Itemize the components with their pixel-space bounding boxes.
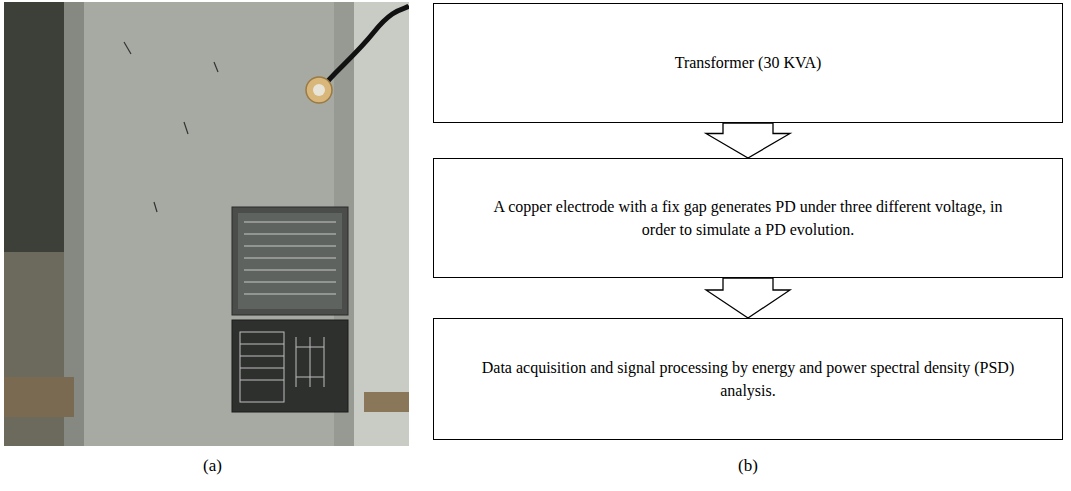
panel-label: (a) [203,456,222,476]
process-box: Data acquisition and signal processing b… [433,318,1063,440]
wooden-beam [4,377,74,417]
tap-table-line [240,344,284,345]
tap-table-line [240,356,284,357]
scratch-mark [154,202,157,212]
tap-table [240,332,284,402]
nameplate-line [244,294,336,295]
transformer-tank [64,2,354,446]
tap-table-line [240,368,284,369]
process-box: Transformer (30 KVA) [433,3,1063,123]
nameplate-line [244,234,336,235]
scratch-mark [214,62,218,72]
box-text: A copper electrode with a fix gap genera… [483,195,1013,241]
block-arrow [706,278,790,318]
text-column: A copper electrode with a fix gap genera… [483,195,1013,241]
wiring-plate [232,320,348,412]
sensor-center [313,84,325,96]
scratch-mark [184,122,188,134]
sensor-cable [322,6,409,88]
text-column: Transformer (30 KVA) [468,51,1028,74]
acoustic-sensor [306,77,332,103]
nameplate-line [244,258,336,259]
winding-diagram [296,337,324,387]
text-column: Data acquisition and signal processing b… [468,356,1028,402]
scratch-mark [124,42,131,54]
nameplate-line [244,282,336,283]
wooden-beam [364,392,409,412]
block-arrow [706,123,790,158]
box-text: Data acquisition and signal processing b… [468,356,1028,402]
panel-label: (b) [738,456,758,476]
nameplate [232,207,348,315]
transformer-photo [4,2,409,446]
nameplate-line [244,222,336,223]
photo-background [4,2,409,446]
nameplate-line [244,246,336,247]
nameplate-line [244,270,336,271]
box-text: Transformer (30 KVA) [468,51,1028,74]
process-box: A copper electrode with a fix gap genera… [433,158,1063,278]
nameplate-face [238,213,342,309]
tap-table-line [240,380,284,381]
